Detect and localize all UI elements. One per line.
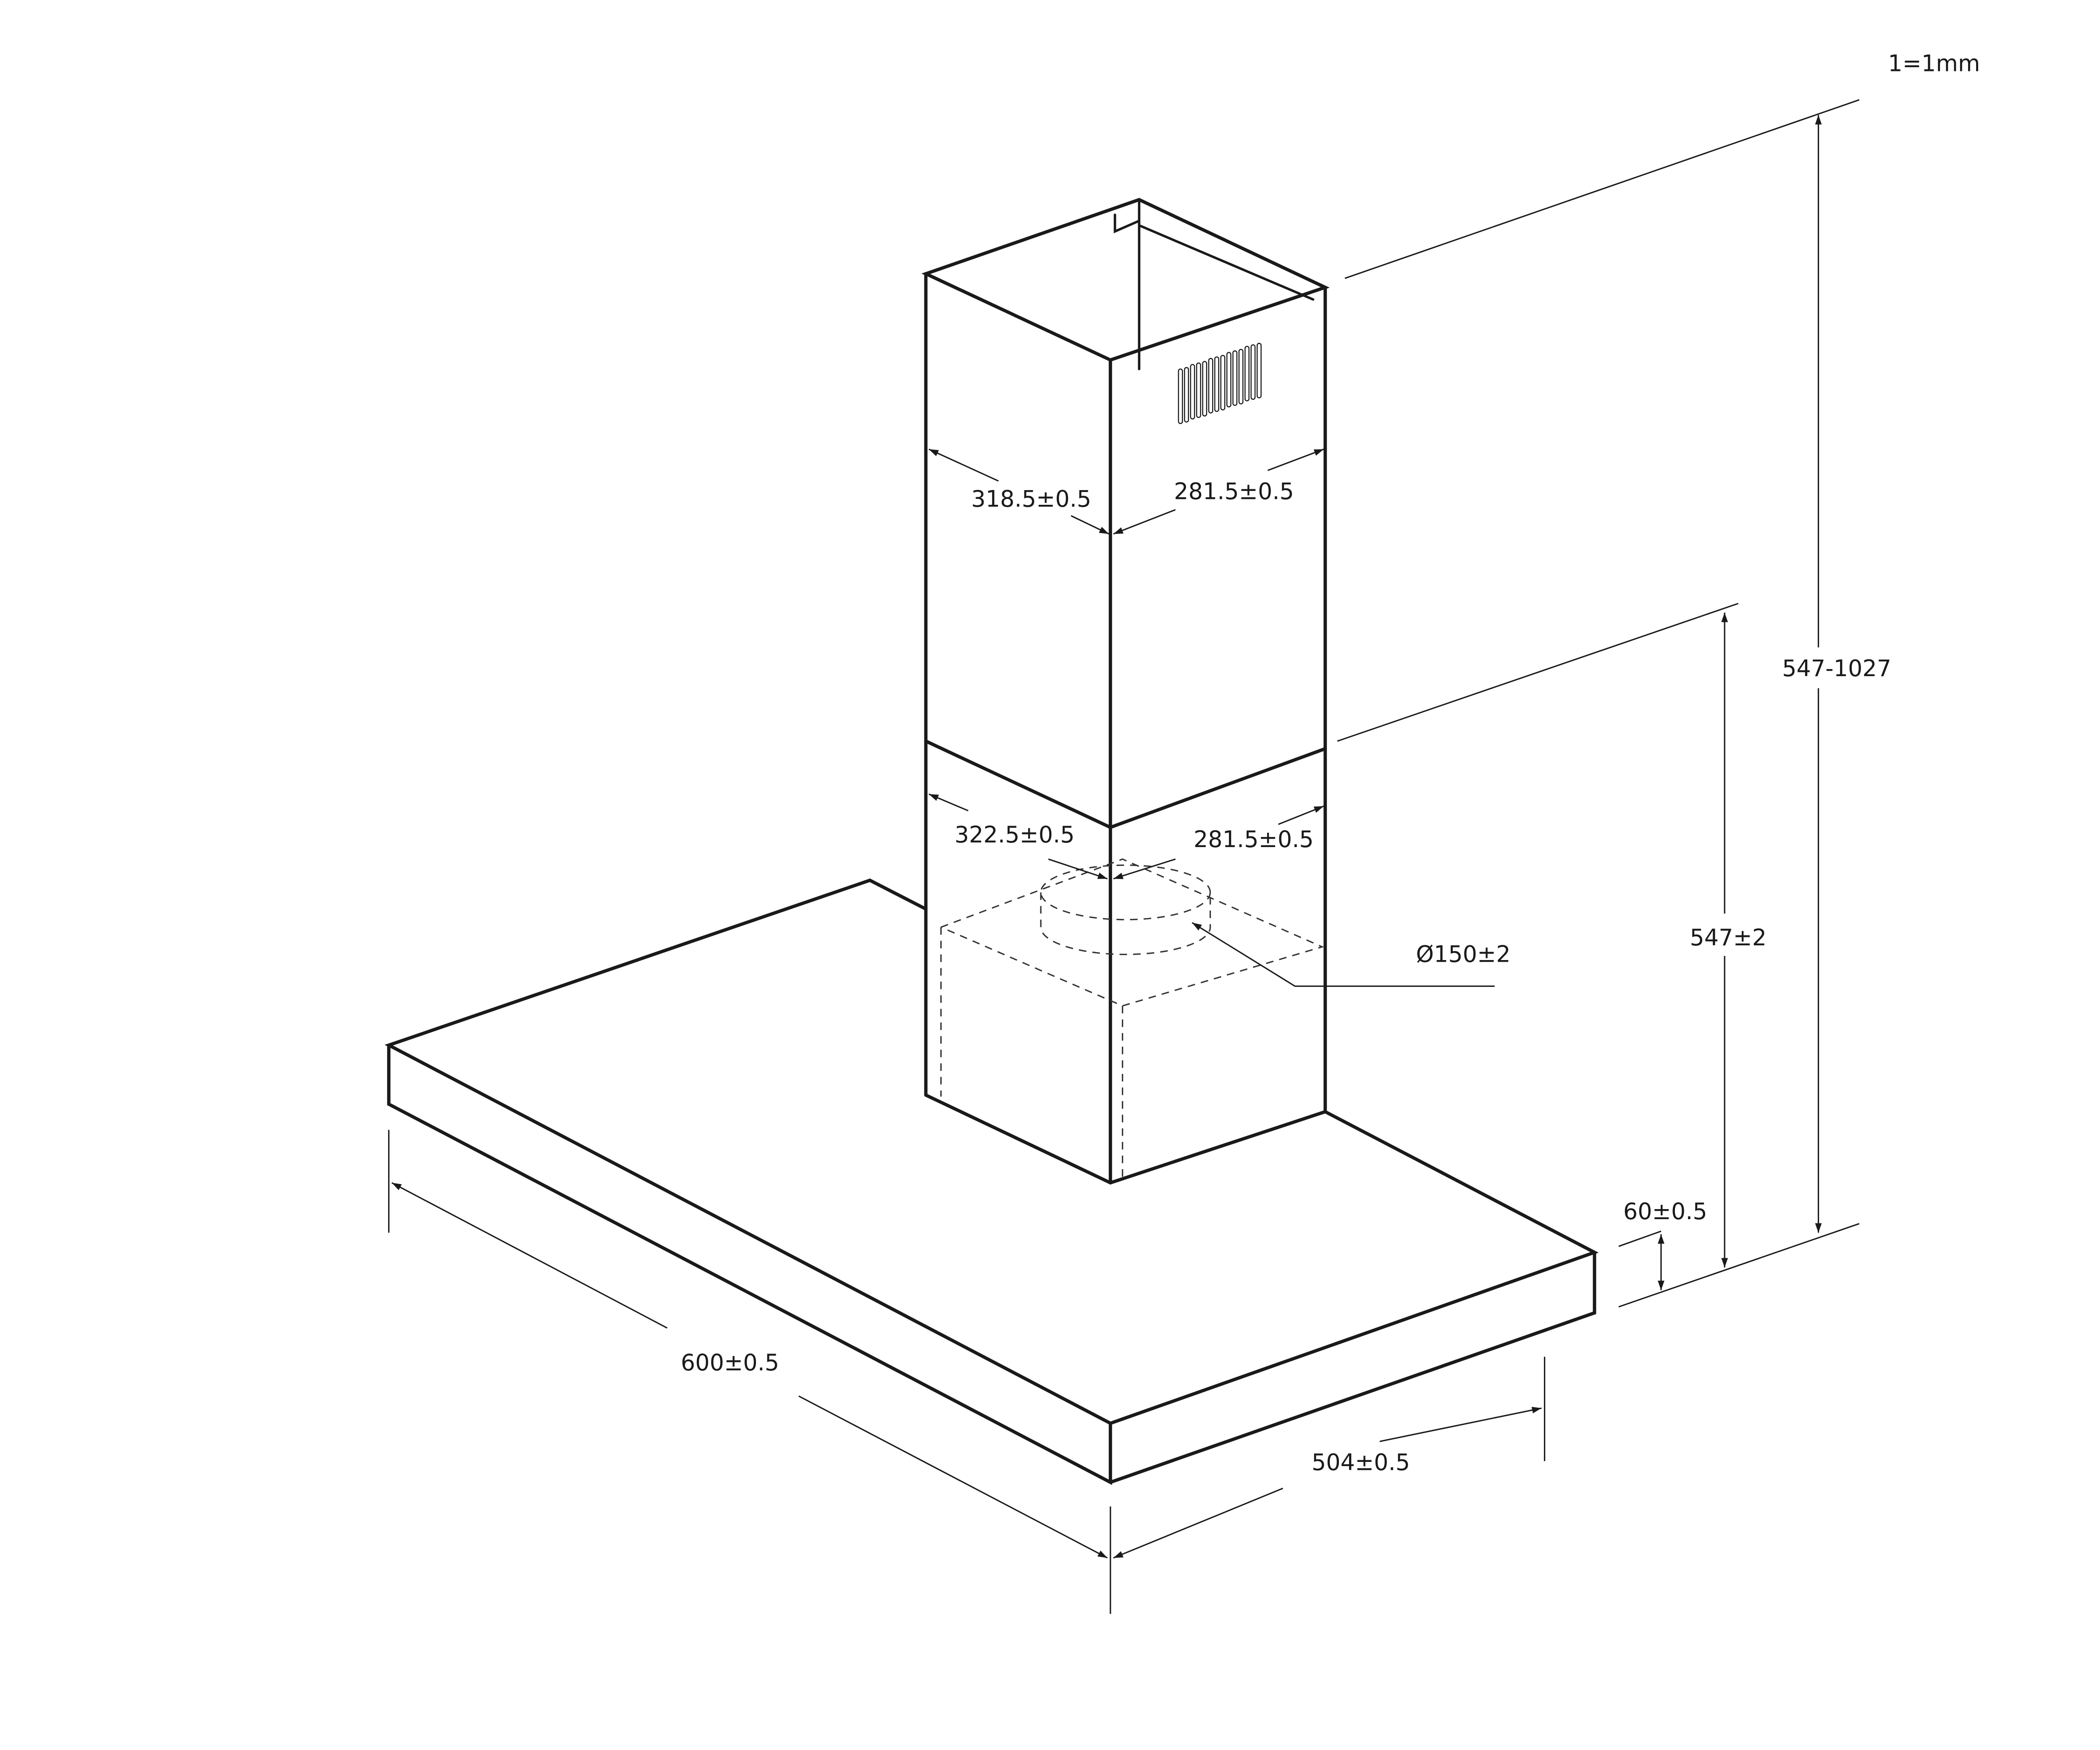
total-height-label: 547-1027 bbox=[1782, 655, 1891, 682]
extension-line-canopy-top bbox=[1618, 1231, 1662, 1247]
dim-lower-chimney-height: 547±2 bbox=[1690, 612, 1767, 1268]
upper-chimney-inner-flange bbox=[1138, 224, 1315, 301]
dim-upper-chimney-width: 281.5±0.5 bbox=[1113, 449, 1324, 535]
canopy-front-face bbox=[387, 1043, 1112, 1485]
upper-chimney-width-label: 281.5±0.5 bbox=[1174, 478, 1294, 505]
extension-line-mid bbox=[1337, 603, 1739, 742]
hidden-duct-outlet bbox=[1040, 864, 1211, 955]
dim-canopy-depth: 504±0.5 bbox=[1113, 1356, 1546, 1559]
duct-diameter-label: Ø150±2 bbox=[1416, 941, 1510, 968]
dim-upper-chimney-depth: 318.5±0.5 bbox=[928, 449, 1109, 535]
canopy-thickness-label: 60±0.5 bbox=[1623, 1198, 1707, 1225]
canopy-side-face bbox=[1108, 1251, 1596, 1484]
lower-chimney-depth-label: 322.5±0.5 bbox=[955, 821, 1075, 848]
top-bracket-icon bbox=[1113, 213, 1141, 234]
vent-grille-icon bbox=[1178, 343, 1262, 424]
upper-chimney-depth-label: 318.5±0.5 bbox=[971, 486, 1091, 512]
dim-lower-chimney-depth: 322.5±0.5 bbox=[928, 793, 1108, 880]
upper-chimney bbox=[921, 198, 1330, 829]
hidden-motor-housing bbox=[940, 858, 1324, 1180]
canopy bbox=[384, 878, 1599, 1485]
canopy-depth-label: 504±0.5 bbox=[1312, 1449, 1410, 1476]
dim-canopy-width: 600±0.5 bbox=[388, 1130, 1111, 1614]
lower-chimney-width-label: 281.5±0.5 bbox=[1194, 826, 1314, 853]
extension-line-bottom bbox=[1618, 1223, 1860, 1308]
dim-lower-chimney-width: 281.5±0.5 bbox=[1113, 805, 1324, 880]
lower-chimney-bottom-edge bbox=[924, 1093, 1327, 1185]
canopy-width-label: 600±0.5 bbox=[681, 1349, 779, 1376]
lower-chimney bbox=[924, 739, 1327, 1185]
lower-chimney-height-label: 547±2 bbox=[1690, 924, 1767, 951]
lower-chimney-top-edge bbox=[924, 739, 1327, 829]
dim-total-height: 547-1027 bbox=[1782, 115, 1891, 1233]
canopy-top-outline bbox=[384, 878, 1599, 1425]
scale-note: 1=1mm bbox=[1888, 50, 1980, 76]
extension-line-top bbox=[1344, 99, 1860, 279]
dim-duct-diameter: Ø150±2 bbox=[1192, 922, 1511, 987]
dim-canopy-thickness: 60±0.5 bbox=[1623, 1198, 1707, 1291]
